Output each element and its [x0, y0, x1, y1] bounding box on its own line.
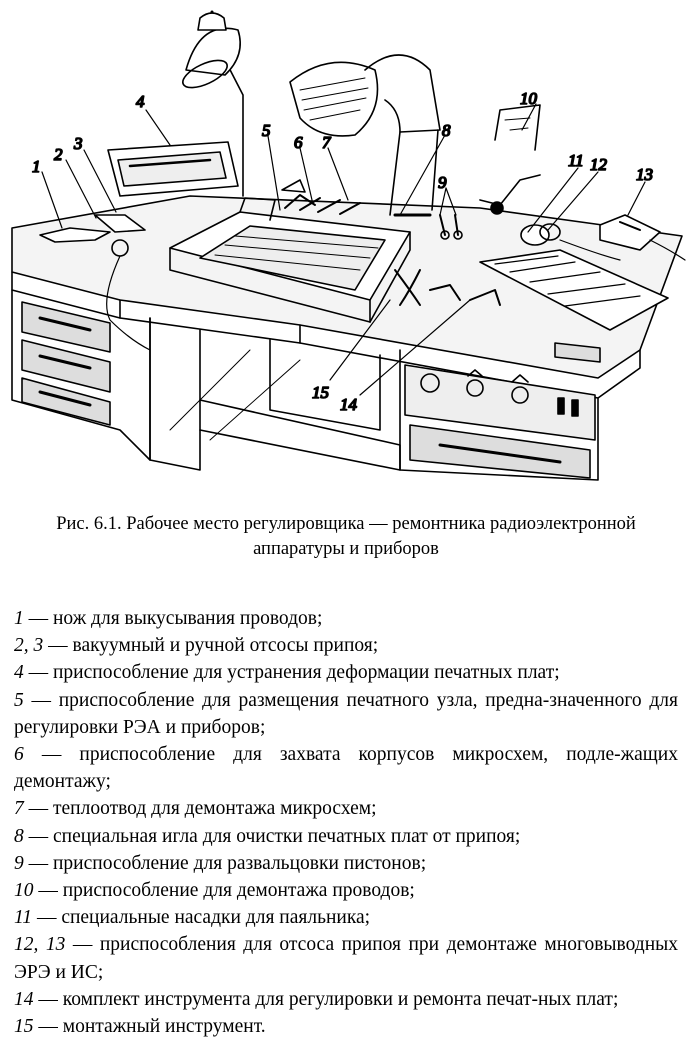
legend-item-12-13: 12, 13 — приспособления для отсоса припо… [14, 934, 679, 983]
legend-item-8: 8 — специальная игла для очистки печатны… [14, 825, 521, 847]
callout-6: 6 [294, 133, 303, 152]
callout-3: 3 [73, 134, 83, 153]
legend-item-14: 14 — комплект инструмента для регулировк… [14, 988, 619, 1010]
legend-item-2-3: 2, 3 — вакуумный и ручной отсосы припоя; [14, 635, 379, 657]
legend-item-5: 5 — приспособление для размещения печатн… [14, 689, 678, 738]
legend-item-10: 10 — приспособление для демонтажа провод… [14, 880, 415, 902]
instrument-box-4 [107, 141, 239, 197]
caption-line-2: аппаратуры и приборов [253, 539, 439, 559]
callout-10: 10 [520, 89, 538, 108]
callout-1: 1 [32, 157, 41, 176]
legend-item-11: 11 — специальные насадки для паяльника; [14, 907, 371, 929]
callout-11: 11 [568, 151, 584, 170]
callout-12: 12 [590, 155, 608, 174]
right-drawer-pedestal [399, 342, 601, 481]
legend-item-7: 7 — теплоотвод для демонтажа микросхем; [14, 798, 377, 820]
callout-4: 4 [136, 92, 145, 111]
callout-9: 9 [438, 173, 447, 192]
figure-legend: 1 — нож для выкусывания проводов; 2, 3 —… [14, 605, 678, 1040]
callout-labels: 1 2 3 4 5 6 7 8 9 10 11 12 13 14 15 [31, 88, 654, 415]
callout-8: 8 [442, 121, 451, 140]
legend-item-9: 9 — приспособление для развальцовки пист… [14, 852, 427, 874]
magnifier-lamp-icon [289, 54, 441, 217]
legend-item-4: 4 — приспособление для устранения деформ… [14, 662, 560, 684]
figure-caption: Рис. 6.1. Рабочее место регулировщика — … [10, 512, 682, 562]
callout-2: 2 [54, 145, 63, 164]
legend-item-15: 15 — монтажный инструмент. [14, 1016, 266, 1038]
hand-tools [281, 104, 661, 306]
caption-line-1: Рис. 6.1. Рабочее место регулировщика — … [56, 514, 636, 534]
keyboard-tool-set [479, 249, 669, 331]
callout-14: 14 [340, 395, 358, 414]
legend-item-1: 1 — нож для выкусывания проводов; [14, 608, 323, 629]
callout-7: 7 [322, 133, 332, 152]
legend-item-6: 6 — приспособление для захвата корпусов … [14, 744, 678, 793]
callout-15: 15 [312, 383, 329, 402]
callout-13: 13 [636, 165, 653, 184]
pcb-fixture-5 [169, 197, 411, 323]
desk-lamp-icon [182, 10, 244, 197]
leader-lines [41, 103, 646, 396]
desk-knee-space [149, 317, 401, 471]
cables [559, 239, 686, 261]
callout-5: 5 [262, 121, 271, 140]
left-drawer-pedestal [11, 289, 151, 461]
workbench-illustration: 1 2 3 4 5 6 7 8 9 10 11 12 13 14 15 [0, 0, 692, 500]
desoldering-tools [39, 214, 151, 351]
